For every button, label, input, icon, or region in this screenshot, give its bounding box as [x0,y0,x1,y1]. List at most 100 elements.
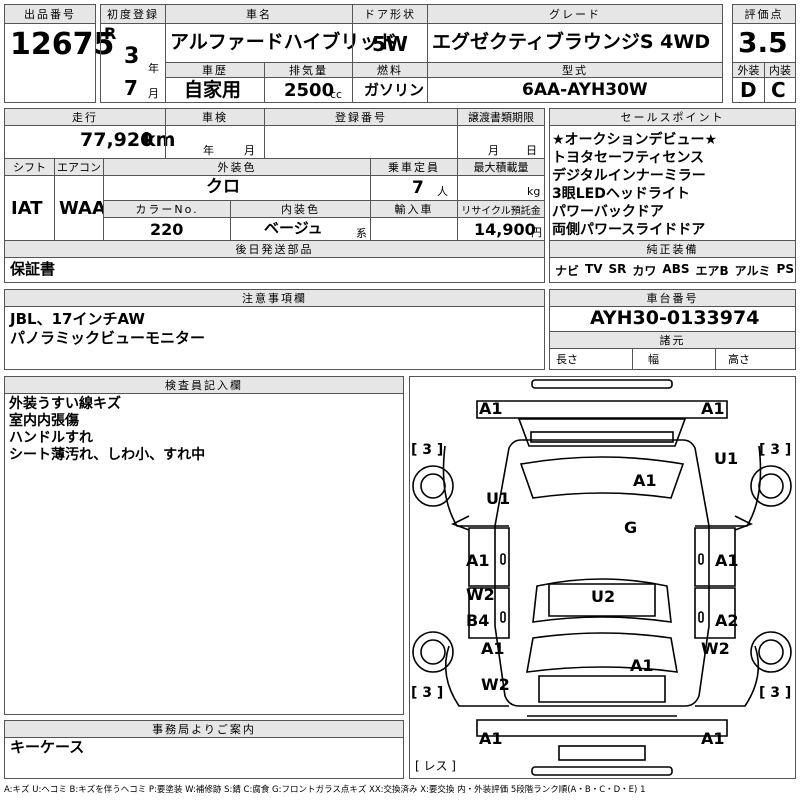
note-line: JBL、17インチAW [10,310,145,328]
damage-mark: A1 [701,399,725,418]
inspection-header: 車検 [165,108,265,126]
reg-year-unit: 年 [148,62,159,75]
equipment-header: 純正装備 [549,240,796,258]
tire-rear-left [412,631,454,673]
interior-color-unit: 系 [356,227,367,240]
load-header: 最大積載量 [457,158,545,176]
equipment-item: ABS [662,262,690,276]
office-header: 事務局よりご案内 [4,720,404,738]
interior-color-value: ベージュ [264,219,323,237]
ac-value: WAA [59,198,106,219]
car-diagram: A1 A1 U1 U1 A1 G A1 A1 W2 U2 B4 A2 A1 W2… [411,379,792,776]
sales-point: 3眼LEDヘッドライト [552,186,690,202]
import-header: 輸入車 [370,200,458,218]
sales-points-header: セールスポイント [549,108,796,126]
equipment-item: カワ [632,264,657,278]
chassis-number: AYH30-0133974 [590,307,760,329]
equipment-cell [549,257,796,283]
transfer-day-unit: 日 [526,144,537,157]
plate-cell [264,125,458,159]
damage-mark: A1 [479,399,503,418]
ac-header: エアコン [54,158,104,176]
spec-width-label: 幅 [648,353,659,366]
lot-number: 12675 [10,27,115,62]
right-front-door [694,527,736,587]
delivery-header: 後日発送部品 [4,240,545,258]
spec-height-label: 高さ [728,353,750,366]
equipment-item: ナビ [555,264,580,278]
grade-value: エグゼクティブラウンジS 4WD [432,31,711,53]
spec-width-cell [632,348,716,370]
door-value: 5W [372,32,408,56]
reg-month-unit: 月 [148,87,159,100]
damage-mark: U1 [486,489,510,508]
chassis-header: 車台番号 [549,289,796,307]
history-header: 車歴 [165,62,265,78]
equipment-item: TV [585,262,603,276]
roof-panel [548,583,656,617]
specs-header: 諸元 [549,331,796,349]
right-rear-fender [695,645,760,707]
inspector-line: ハンドルすれ [9,430,93,446]
damage-mark: W2 [701,639,730,658]
inspector-line: 室内内張傷 [9,413,79,429]
damage-mark: A1 [630,656,654,675]
inspector-list: 外装うすい線キズ 室内内張傷 ハンドルすれ シート薄汚れ、しわ小、すれ中 [9,396,205,464]
tire-front-right [750,465,792,507]
damage-mark: A2 [715,611,739,630]
plate-header: 登録番号 [264,108,458,126]
right-rear-door [694,587,736,639]
notes-cell [4,306,545,370]
color-value: クロ [206,177,240,197]
grille [530,431,674,443]
car-name: アルファードハイブリッド [170,31,398,53]
transfer-month-unit: 月 [488,144,499,157]
int-cell [764,77,796,103]
spec-length-label: 長さ [556,353,578,366]
inspector-cell [4,393,404,715]
mileage-header: 走行 [4,108,166,126]
tire-rear-left-rim [420,639,446,665]
tire-mark: [ 3 ] [759,442,791,458]
inspector-line: シート薄汚れ、しわ小、すれ中 [9,447,206,463]
damage-mark: W2 [466,585,495,604]
sales-point: トヨタセーフティセンス [552,150,705,166]
recycle-header: リサイクル預託金 [457,200,545,218]
lot-cell [4,23,96,103]
model-cell [427,77,723,103]
notes-list: JBL、17インチAW パノラミックビューモニター [10,310,205,348]
windshield [519,456,685,499]
insp-month-unit: 月 [244,144,255,157]
capacity-header: 乗車定員 [370,158,458,176]
car-outline [412,379,792,776]
right-rear-handle [698,611,704,623]
notes-header: 注意事項欄 [4,289,545,307]
car-name-header: 車名 [165,4,353,24]
lot-header: 出品番号 [4,4,96,24]
damage-mark: A1 [701,729,725,748]
delivery-text: 保証書 [10,260,56,278]
ext-value: D [740,78,757,102]
tire-mark: [ 3 ] [411,442,443,458]
right-front-handle [698,553,704,565]
office-text: キーケース [10,738,85,756]
fuel-header: 燃料 [352,62,428,78]
interior-color-header: 内装色 [230,200,371,218]
equipment-item: エアB [695,264,729,278]
tire-rear-right [750,631,792,673]
color-no-header: カラーNo. [103,200,231,218]
equipment-item: SR [608,262,627,276]
shift-header: シフト [4,158,55,176]
hood [517,418,687,447]
mileage-unit: km [143,129,176,151]
recycle-value: 14,900 [474,220,536,239]
history-value: 自家用 [184,79,242,101]
right-mirror [734,515,753,531]
damage-mark: A1 [633,471,657,490]
left-rear-handle [500,611,506,623]
left-front-handle [500,553,506,565]
displacement-unit: cc [330,88,343,101]
capacity-unit: 人 [437,185,448,198]
model-header: 型式 [427,62,723,78]
reg-month: 7 [124,76,138,100]
